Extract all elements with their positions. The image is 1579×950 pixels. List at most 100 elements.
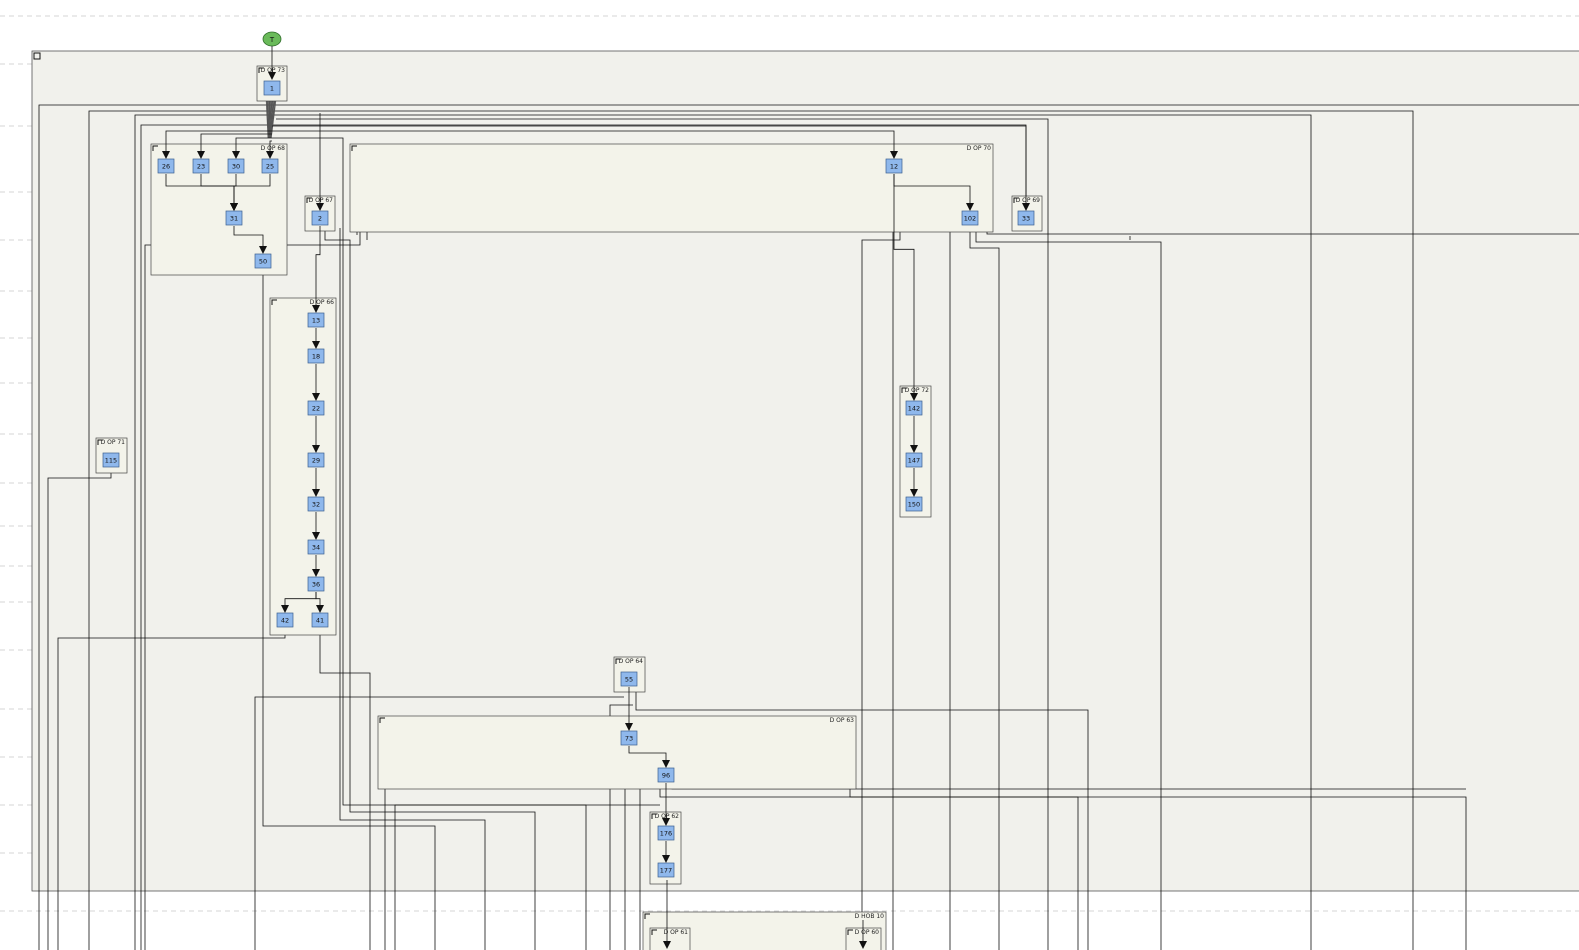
node-1[interactable]: 1 xyxy=(263,80,281,96)
node-42[interactable]: 42 xyxy=(276,612,294,628)
edge-route xyxy=(339,228,486,950)
edge-route xyxy=(262,269,436,950)
edge-route xyxy=(609,704,633,950)
node-55[interactable]: 55 xyxy=(620,671,638,687)
node-label: 33 xyxy=(1022,215,1030,223)
node-label: 150 xyxy=(908,501,920,509)
node-36[interactable]: 36 xyxy=(307,576,325,592)
group-label: D OP 69 xyxy=(1016,197,1041,204)
edge-route xyxy=(38,104,1579,950)
node-label: 147 xyxy=(908,457,920,465)
edge-route xyxy=(324,228,536,950)
group-g63: D OP 63 xyxy=(377,715,857,790)
node-label: 30 xyxy=(232,163,240,171)
edge-route xyxy=(276,118,1049,950)
edges-layer xyxy=(162,125,1030,949)
node-label: 42 xyxy=(281,617,289,625)
group-label: D OP 66 xyxy=(310,299,335,306)
node-label: 26 xyxy=(162,163,170,171)
node-label: 2 xyxy=(318,215,322,223)
edge-route xyxy=(88,110,1414,950)
node-12[interactable]: 12 xyxy=(885,158,903,174)
edge-n1-n12 xyxy=(272,130,898,159)
node-18[interactable]: 18 xyxy=(307,348,325,364)
node-50[interactable]: 50 xyxy=(254,253,272,269)
edge-route xyxy=(975,226,1162,950)
edge-n1-n30 xyxy=(232,137,272,159)
node-34[interactable]: 34 xyxy=(307,539,325,555)
group-g66: D OP 66 xyxy=(269,297,337,636)
node-label: 176 xyxy=(660,830,672,838)
node-label: 50 xyxy=(259,258,267,266)
node-label: 31 xyxy=(230,215,238,223)
group-label: D OP 61 xyxy=(664,929,689,936)
edge-route xyxy=(319,113,587,950)
node-label: 13 xyxy=(312,317,320,325)
edge-n1-n2 xyxy=(272,137,324,211)
group-label: D OP 60 xyxy=(855,929,880,936)
node-label: 102 xyxy=(964,215,976,223)
node-2[interactable]: 2 xyxy=(311,210,329,226)
edge-n2-n13 xyxy=(312,226,321,313)
node-label: 1 xyxy=(270,85,274,93)
node-23[interactable]: 23 xyxy=(192,158,210,174)
edge-n31-n50 xyxy=(233,226,267,254)
edge-n1-n25 xyxy=(266,140,274,159)
node-label: 73 xyxy=(625,735,633,743)
node-label: 23 xyxy=(197,163,205,171)
node-label: 18 xyxy=(312,353,320,361)
group-label: D HOB 10 xyxy=(855,913,885,920)
node-147[interactable]: 147 xyxy=(905,452,923,468)
group-label: D OP 72 xyxy=(905,387,930,394)
node-label: 177 xyxy=(660,867,672,875)
node-176[interactable]: 176 xyxy=(657,825,675,841)
group-g61: D OP 61 xyxy=(649,927,691,950)
edge-n1-n23 xyxy=(197,133,272,159)
node-150[interactable]: 150 xyxy=(905,496,923,512)
group-label: D OP 62 xyxy=(655,813,680,820)
node-22[interactable]: 22 xyxy=(307,400,325,416)
edge-n12-n142 xyxy=(893,174,918,401)
edge-n25-n31 xyxy=(230,174,271,211)
edge-n1-n33 xyxy=(272,125,1030,211)
node-142[interactable]: 142 xyxy=(905,400,923,416)
node-29[interactable]: 29 xyxy=(307,452,325,468)
edge-route xyxy=(319,628,371,950)
node-31[interactable]: 31 xyxy=(225,210,243,226)
node-label: 25 xyxy=(266,163,274,171)
node-115[interactable]: 115 xyxy=(102,452,120,468)
node-26[interactable]: 26 xyxy=(157,158,175,174)
group-label: D OP 67 xyxy=(309,197,334,204)
node-25[interactable]: 25 xyxy=(261,158,279,174)
start-node-label: T xyxy=(269,36,275,44)
node-label: 12 xyxy=(890,163,898,171)
edge-n73-n96 xyxy=(628,746,670,768)
node-label: 115 xyxy=(105,457,117,465)
group-g70: D OP 70 xyxy=(349,143,994,233)
node-label: 41 xyxy=(316,617,324,625)
group-label: D OP 64 xyxy=(619,658,644,665)
node-label: 29 xyxy=(312,457,320,465)
edge-n36-n41 xyxy=(315,592,324,613)
node-96[interactable]: 96 xyxy=(657,767,675,783)
node-label: 32 xyxy=(312,501,320,509)
edge-n1-n26 xyxy=(162,130,272,159)
node-41[interactable]: 41 xyxy=(311,612,329,628)
start-node[interactable]: T xyxy=(262,31,282,47)
node-32[interactable]: 32 xyxy=(307,496,325,512)
node-13[interactable]: 13 xyxy=(307,312,325,328)
node-label: 55 xyxy=(625,676,633,684)
group-label: D OP 70 xyxy=(967,145,992,152)
node-30[interactable]: 30 xyxy=(227,158,245,174)
node-label: 96 xyxy=(662,772,670,780)
node-label: 36 xyxy=(312,581,320,589)
node-73[interactable]: 73 xyxy=(620,730,638,746)
node-33[interactable]: 33 xyxy=(1017,210,1035,226)
group-label: D OP 71 xyxy=(101,439,126,446)
node-102[interactable]: 102 xyxy=(961,210,979,226)
node-177[interactable]: 177 xyxy=(657,862,675,878)
node-label: 22 xyxy=(312,405,320,413)
edge-route xyxy=(969,226,1000,950)
